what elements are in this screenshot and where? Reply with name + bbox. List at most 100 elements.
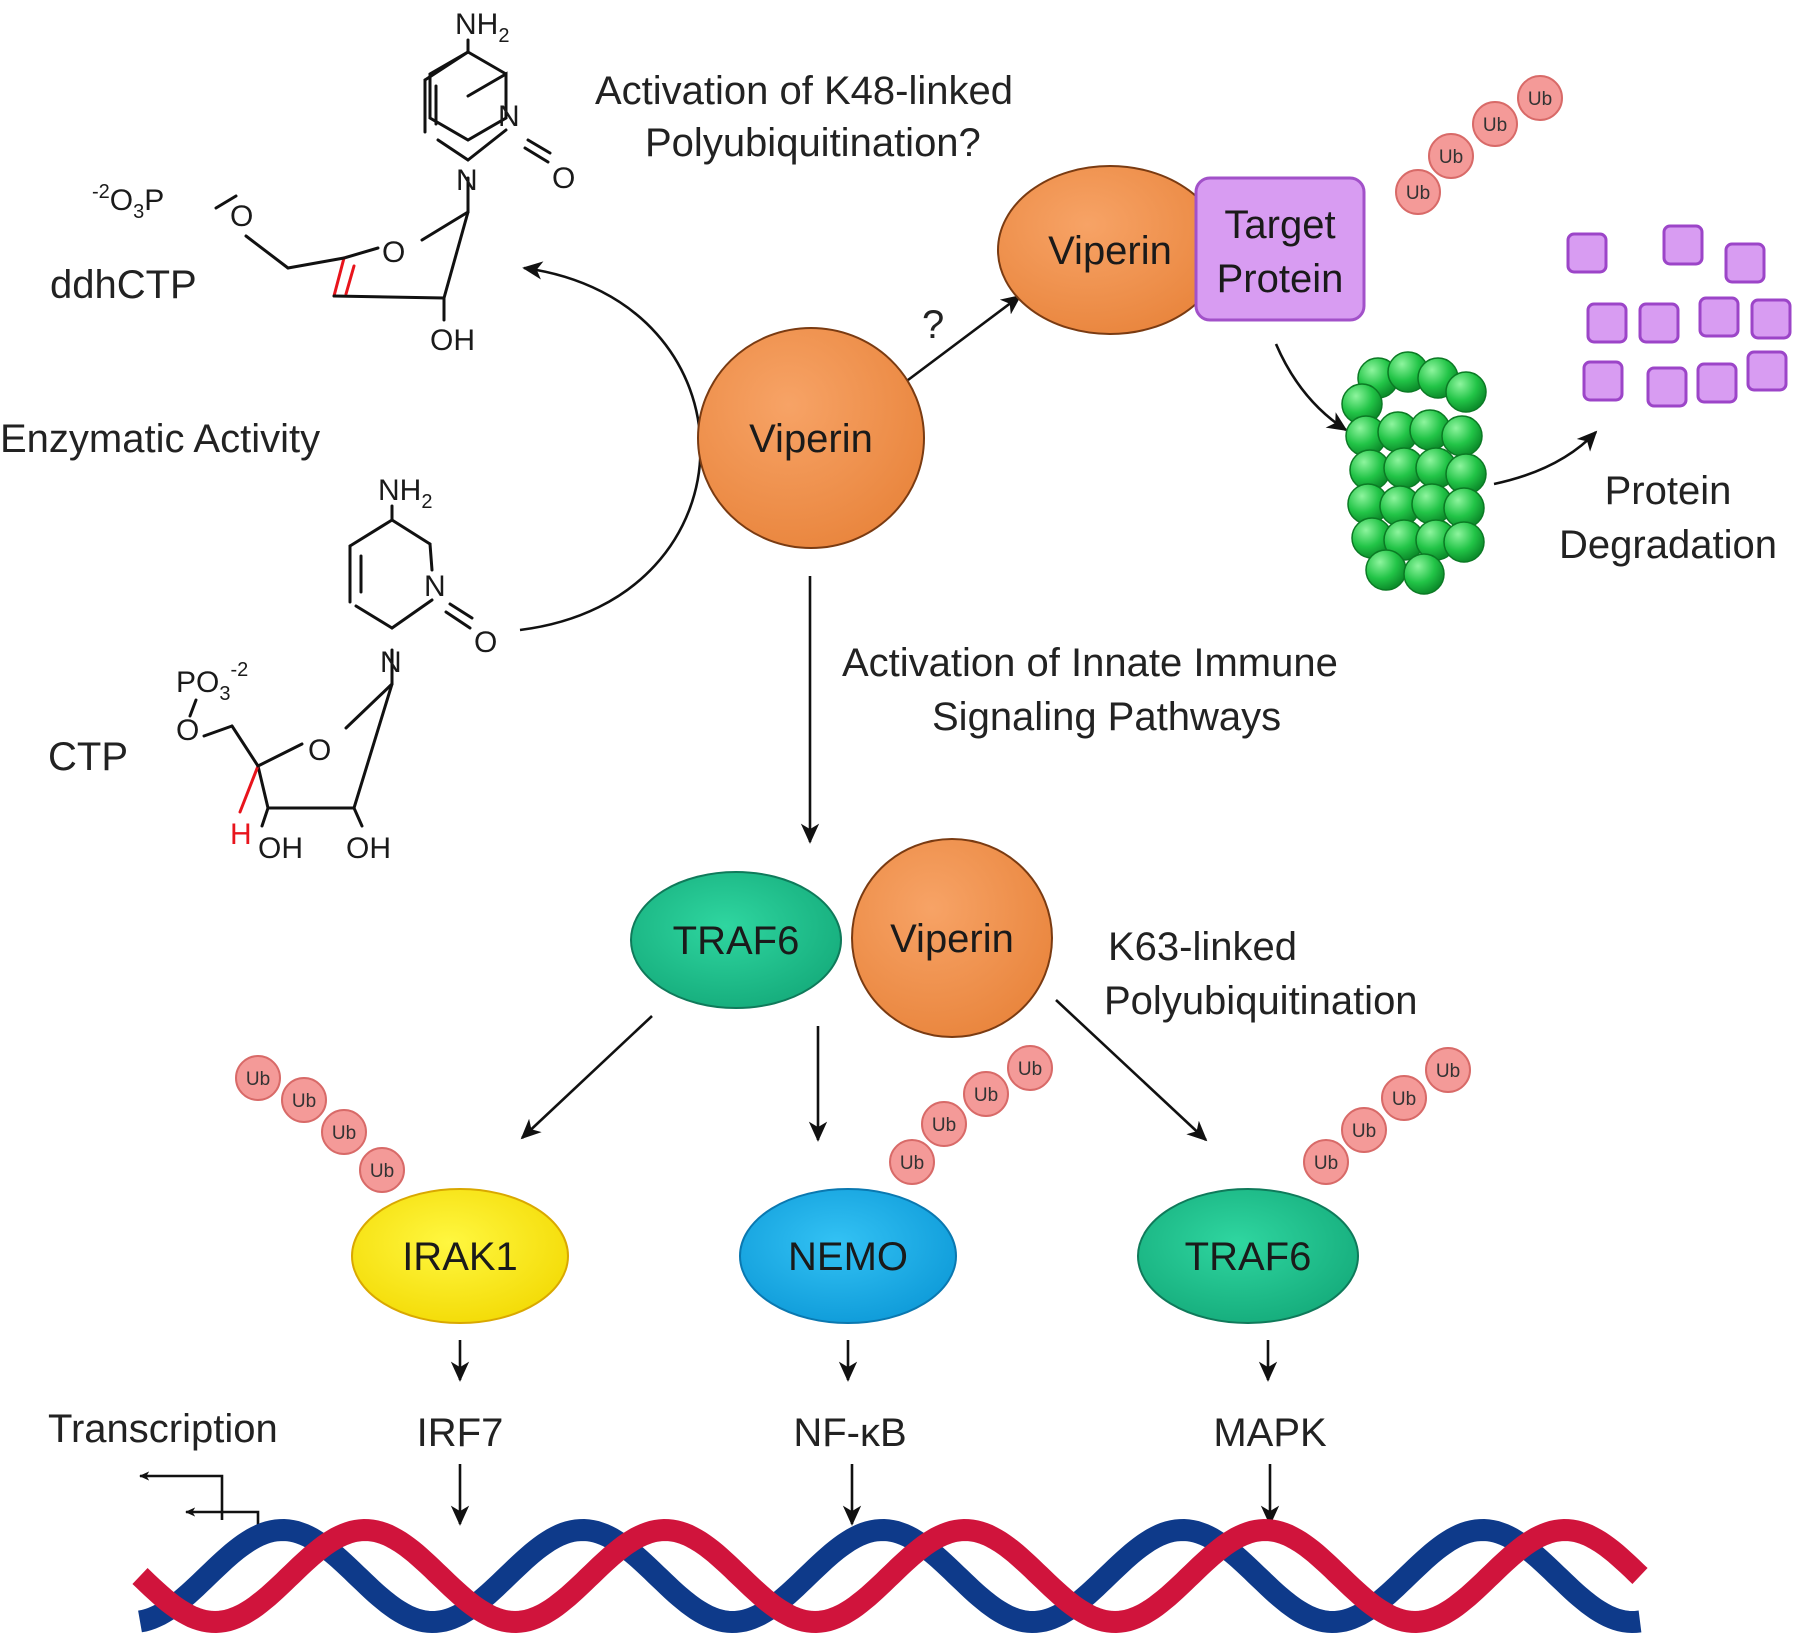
arrow-to-irak1 bbox=[520, 1015, 653, 1140]
dna-strand-red bbox=[132, 1518, 1648, 1634]
viperin-top-label: Viperin bbox=[1048, 229, 1172, 273]
to-proteasome-arrow bbox=[1274, 343, 1348, 432]
ctp-oh-right-label: OH bbox=[346, 832, 391, 865]
ubiquitin-bead bbox=[963, 1071, 1009, 1117]
mapk-label: MAPK bbox=[1213, 1411, 1327, 1455]
ubiquitin-bead bbox=[1395, 169, 1441, 215]
ubiquitin-bead bbox=[921, 1101, 967, 1147]
ubiquitin-label: Ub bbox=[370, 1161, 394, 1182]
ubiquitin-label: Ub bbox=[1392, 1089, 1416, 1110]
ubiquitin-bead bbox=[889, 1139, 935, 1185]
ctp-molecule: NH2 N N O O OH OH H O PO3-2 CTP bbox=[48, 474, 497, 865]
traf6-right-node bbox=[1137, 1188, 1359, 1324]
ctp-glycosidic-n-label: N bbox=[380, 646, 402, 679]
nfkb-label: NF-κB bbox=[793, 1411, 906, 1455]
protein-degradation-label-line2: Degradation bbox=[1559, 523, 1777, 567]
ddhctp-phosphate-label: -2O3P bbox=[92, 181, 164, 223]
ubiquitin-label: Ub bbox=[1528, 89, 1552, 110]
ubiquitin-label: Ub bbox=[900, 1153, 924, 1174]
ubiquitin-bead bbox=[1425, 1047, 1471, 1093]
transcription-label: Transcription bbox=[48, 1407, 278, 1451]
k63-label-line2: Polyubiquitination bbox=[1104, 979, 1418, 1023]
ubiquitin-label: Ub bbox=[292, 1091, 316, 1112]
arrow-to-traf6-right bbox=[1055, 999, 1208, 1142]
dna-double-helix bbox=[132, 1518, 1648, 1634]
viperin-center-label: Viperin bbox=[749, 417, 873, 461]
nemo-node bbox=[739, 1188, 957, 1324]
ctp-highlighted-h-label: H bbox=[230, 818, 252, 851]
proteasome bbox=[1341, 351, 1487, 595]
ubiquitin-label: Ub bbox=[1483, 115, 1507, 136]
ubiquitin-bead bbox=[1428, 133, 1474, 179]
ddhctp-ring-n-label: N bbox=[498, 100, 520, 133]
to-degradation-arrow bbox=[1493, 430, 1598, 486]
degraded-protein-fragments bbox=[1566, 224, 1792, 408]
nemo-ubiquitin-chain: Ub Ub Ub Ub bbox=[889, 1045, 1053, 1185]
ubiquitin-bead bbox=[359, 1147, 405, 1193]
ctp-name-label: CTP bbox=[48, 735, 128, 779]
ubiquitin-label: Ub bbox=[332, 1123, 356, 1144]
ddhctp-oh-label: OH bbox=[430, 324, 475, 357]
ddhctp-name-label: ddhCTP bbox=[50, 263, 197, 307]
nemo-label: NEMO bbox=[788, 1235, 908, 1279]
innate-immune-label-line2: Signaling Pathways bbox=[932, 695, 1281, 739]
traf6-complex-node bbox=[630, 871, 842, 1009]
ddhctp-molecule: NH2 N N O O OH O -2O3P ddhCTP bbox=[50, 8, 575, 357]
viperin-complex-label: Viperin bbox=[890, 917, 1014, 961]
traf6-complex-label: TRAF6 bbox=[673, 919, 800, 963]
traf6-ubiquitin-chain: Ub Ub Ub Ub bbox=[1303, 1047, 1471, 1185]
ubiquitin-bead bbox=[1517, 75, 1563, 121]
enzymatic-conversion-arrow bbox=[519, 261, 702, 632]
ubiquitin-label: Ub bbox=[1018, 1059, 1042, 1080]
dna-strand-blue bbox=[138, 1518, 1642, 1634]
k48-activation-arrow bbox=[907, 294, 1022, 382]
target-protein-label-line2: Protein bbox=[1217, 257, 1344, 301]
innate-immune-label-line1: Activation of Innate Immune bbox=[842, 641, 1338, 685]
ddhctp-glycosidic-n-label: N bbox=[456, 164, 478, 197]
viperin-complex-node bbox=[851, 838, 1053, 1038]
ctp-phosphate-label: PO3-2 bbox=[176, 659, 248, 705]
traf6-right-label: TRAF6 bbox=[1185, 1235, 1312, 1279]
ctp-oh-left-label: OH bbox=[258, 832, 303, 865]
k63-label-line1: K63-linked bbox=[1108, 925, 1297, 969]
protein-degradation-label-line1: Protein bbox=[1605, 469, 1732, 513]
target-protein-box bbox=[1194, 176, 1366, 322]
ubiquitin-label: Ub bbox=[1406, 183, 1430, 204]
ubiquitin-label: Ub bbox=[974, 1085, 998, 1106]
ctp-nh2-label: NH2 bbox=[378, 474, 432, 513]
k48-ubiquitin-chain: Ub Ub Ub Ub bbox=[1395, 75, 1563, 215]
ctp-ring-o-label: O bbox=[308, 734, 331, 767]
k48-label-line1: Activation of K48-linked bbox=[595, 69, 1013, 113]
irak1-label: IRAK1 bbox=[402, 1235, 518, 1279]
ctp-linker-o-label: O bbox=[176, 714, 199, 747]
ddhctp-nh2-label: NH2 bbox=[455, 8, 509, 47]
ubiquitin-label: Ub bbox=[1352, 1121, 1376, 1142]
ubiquitin-bead bbox=[1472, 101, 1518, 147]
ubiquitin-label: Ub bbox=[1314, 1153, 1338, 1174]
irak1-ubiquitin-chain: Ub Ub Ub Ub bbox=[235, 1055, 405, 1193]
target-protein-label-line1: Target bbox=[1224, 203, 1335, 247]
ubiquitin-bead bbox=[1341, 1107, 1387, 1153]
ubiquitin-label: Ub bbox=[1439, 147, 1463, 168]
ctp-ring-n-label: N bbox=[424, 570, 446, 603]
transcription-start-arrow-upper bbox=[139, 1471, 224, 1520]
ddhctp-ring-o-label: O bbox=[382, 236, 405, 269]
ubiquitin-bead bbox=[281, 1077, 327, 1123]
ubiquitin-bead bbox=[1007, 1045, 1053, 1091]
ddhctp-linker-o-label: O bbox=[230, 200, 253, 233]
unknown-mechanism-question-mark: ? bbox=[922, 303, 944, 347]
k48-label-line2: Polyubiquitination? bbox=[645, 121, 981, 165]
ubiquitin-bead bbox=[321, 1109, 367, 1155]
ctp-carbonyl-o-label: O bbox=[474, 626, 497, 659]
ddhctp-carbonyl-o-label: O bbox=[552, 162, 575, 195]
ubiquitin-bead bbox=[1303, 1139, 1349, 1185]
ubiquitin-label: Ub bbox=[1436, 1061, 1460, 1082]
ubiquitin-bead bbox=[1381, 1075, 1427, 1121]
enzymatic-activity-label: Enzymatic Activity bbox=[0, 417, 320, 461]
ubiquitin-bead bbox=[235, 1055, 281, 1101]
viperin-center-node bbox=[697, 327, 925, 549]
irf7-label: IRF7 bbox=[417, 1411, 504, 1455]
ubiquitin-label: Ub bbox=[932, 1115, 956, 1136]
irak1-node bbox=[351, 1188, 569, 1324]
